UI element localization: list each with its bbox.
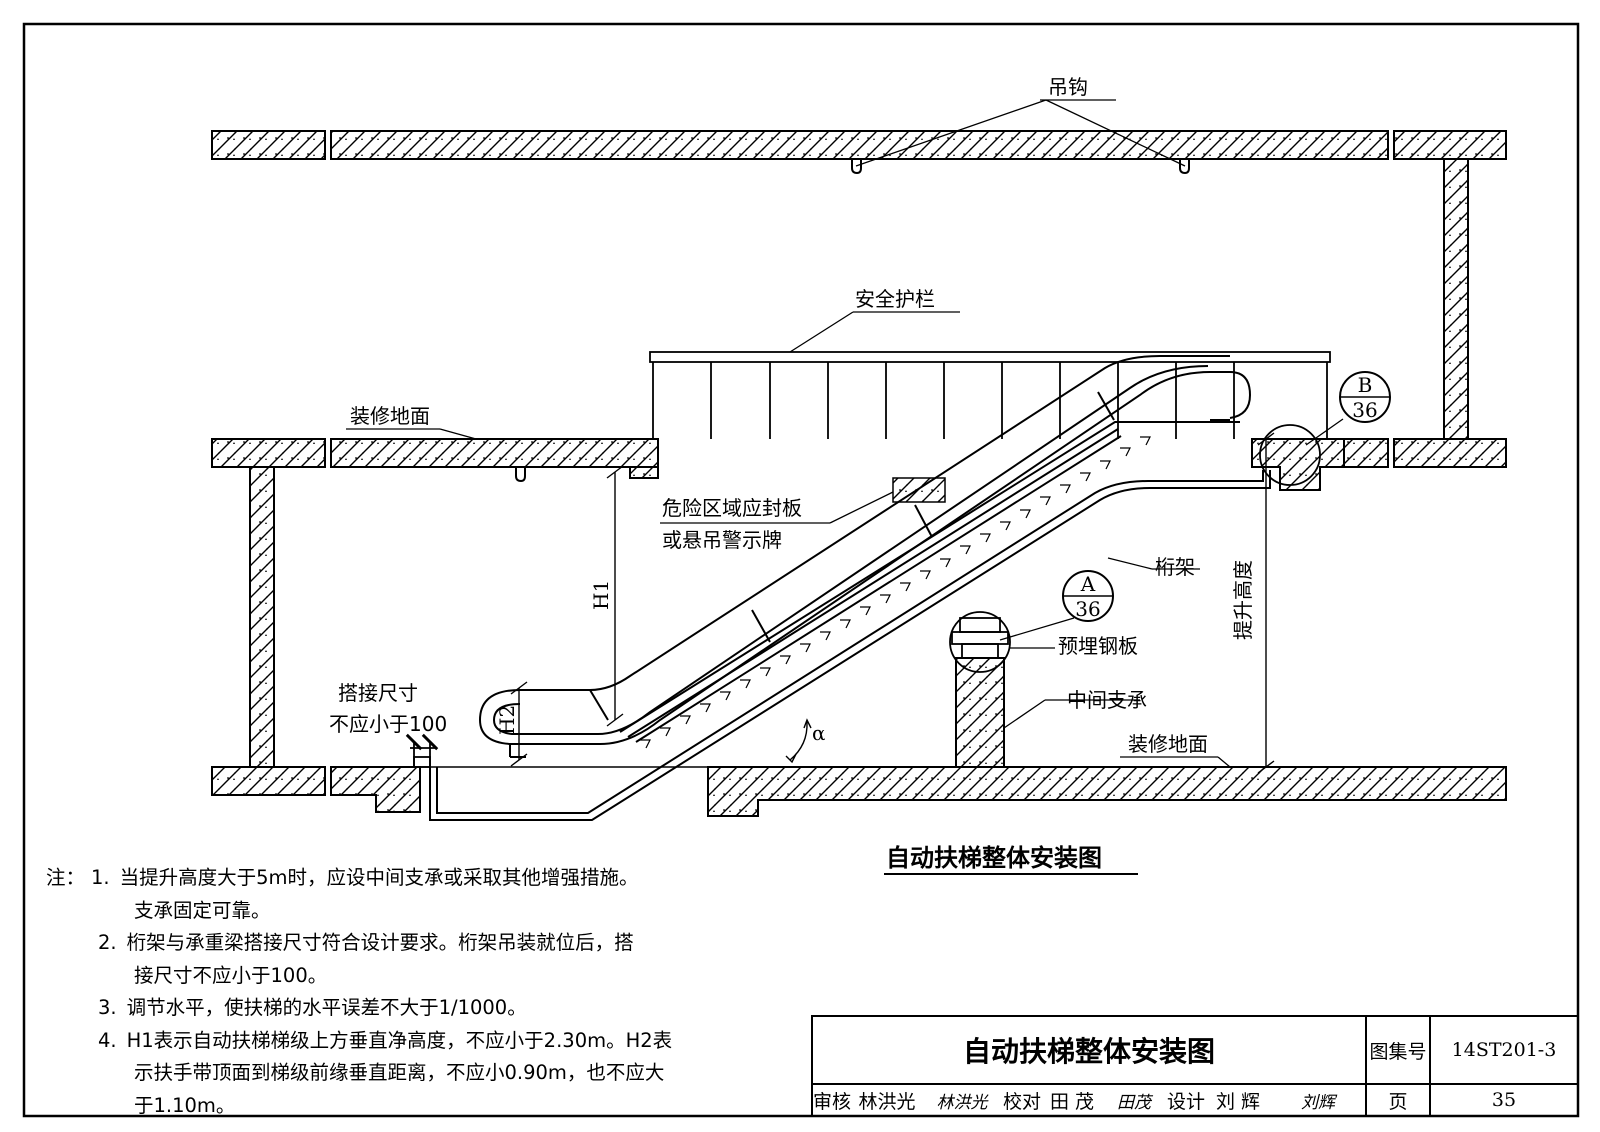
- note-3-num: 3.: [98, 996, 117, 1019]
- title-block-grid: [811, 1015, 1579, 1117]
- title-block: 自动扶梯整体安装图 图集号 14ST201-3 审核 林洪光 林洪光 校对 田 …: [812, 1016, 1578, 1116]
- label-middle-support: 中间支承: [1067, 688, 1147, 712]
- note-4-line-2: 示扶手带顶面到梯级前缘垂直距离，不应小0.90m，也不应大: [134, 1061, 665, 1084]
- design-label: 设计: [1166, 1090, 1205, 1113]
- page-label: 页: [1388, 1090, 1408, 1113]
- callout-b-letter: B: [1358, 373, 1373, 397]
- label-h2: H2: [495, 705, 519, 735]
- callout-b: B 36: [1339, 371, 1391, 423]
- label-guardrail: 安全护栏: [855, 287, 935, 311]
- label-truss: 桁架: [1155, 555, 1195, 579]
- callout-b-page: 36: [1352, 398, 1377, 422]
- note-2-line-1: 2. 桁架与承重梁搭接尺寸符合设计要求。桁架吊装就位后，搭: [46, 927, 806, 960]
- review-label: 审核: [812, 1090, 851, 1113]
- designer-name: 刘 辉: [1215, 1090, 1261, 1113]
- note-2-text-1: 桁架与承重梁搭接尺寸符合设计要求。桁架吊装就位后，搭: [126, 931, 634, 954]
- notes-prefix: 注：: [46, 866, 86, 889]
- callout-a: A 36: [1062, 570, 1114, 622]
- label-lift-height: 提升高度: [1231, 560, 1255, 640]
- note-2-line-2: 接尺寸不应小于100。: [134, 963, 328, 987]
- drawing-frame: [22, 22, 1580, 1118]
- label-embedded-plate: 预埋钢板: [1058, 634, 1138, 658]
- note-1-line-2: 支承固定可靠。: [134, 898, 271, 922]
- concrete-structure: [211, 130, 1507, 817]
- support-b-circle: [1259, 424, 1321, 486]
- note-4-line-3: 于1.10m。: [134, 1093, 236, 1117]
- leader-lines: [346, 99, 1344, 768]
- callout-a-letter: A: [1080, 572, 1096, 596]
- label-overlap-2: 不应小于100: [329, 712, 447, 736]
- title-block-title: 自动扶梯整体安装图: [962, 1035, 1215, 1068]
- atlas-label: 图集号: [1369, 1040, 1427, 1063]
- reviewer-name: 林洪光: [858, 1090, 916, 1113]
- note-4-num: 4.: [98, 1028, 117, 1052]
- page-number: 35: [1491, 1089, 1517, 1111]
- notes-block: 注：1.当提升高度大于5m时，应设中间支承或采取其他增强措施。 支承固定可靠。 …: [46, 862, 806, 1122]
- reviewer-signature: 林洪光: [936, 1092, 988, 1113]
- dimension-lines: [420, 432, 1275, 774]
- note-1-text-1: 当提升高度大于5m时，应设中间支承或采取其他增强措施。: [119, 866, 639, 889]
- note-1-num: 1.: [91, 866, 110, 889]
- note-4-line-1: 4. H1表示自动扶梯梯级上方垂直净高度，不应小于2.30m。H2表: [46, 1025, 806, 1058]
- lifting-hooks: [515, 159, 1190, 483]
- label-alpha: α: [812, 721, 826, 745]
- note-1-line-1: 注：1. 当提升高度大于5m时，应设中间支承或采取其他增强措施。: [46, 862, 806, 895]
- checker-name: 田 茂: [1049, 1090, 1095, 1113]
- label-danger-2: 或悬吊警示牌: [662, 528, 782, 552]
- escalator-steps: [640, 436, 1151, 749]
- danger-area-block: [892, 477, 946, 503]
- escalator: [429, 355, 1271, 821]
- label-overlap-1: 搭接尺寸: [338, 681, 418, 705]
- figure-title: 自动扶梯整体安装图: [886, 844, 1102, 872]
- note-3-text-1: 调节水平，使扶梯的水平误差不大于1/1000。: [126, 996, 527, 1019]
- label-floor-upper: 装修地面: [350, 404, 430, 428]
- checker-signature: 田茂: [1117, 1092, 1151, 1113]
- label-hook: 吊钩: [1048, 75, 1088, 99]
- label-danger-1: 危险区域应封板: [662, 496, 802, 520]
- note-4-text-1: H1表示自动扶梯梯级上方垂直净高度，不应小于2.30m。H2表: [126, 1028, 673, 1052]
- note-3-line-1: 3. 调节水平，使扶梯的水平误差不大于1/1000。: [46, 992, 806, 1025]
- note-2-num: 2.: [98, 931, 117, 954]
- label-floor-lower: 装修地面: [1128, 732, 1208, 756]
- label-h1: H1: [589, 580, 613, 610]
- callout-a-page: 36: [1075, 597, 1100, 621]
- check-label: 校对: [1002, 1090, 1041, 1113]
- overlap-detail: [405, 733, 439, 768]
- atlas-number: 14ST201-3: [1451, 1039, 1557, 1061]
- designer-signature: 刘辉: [1301, 1092, 1335, 1113]
- safety-guardrail: [649, 351, 1331, 439]
